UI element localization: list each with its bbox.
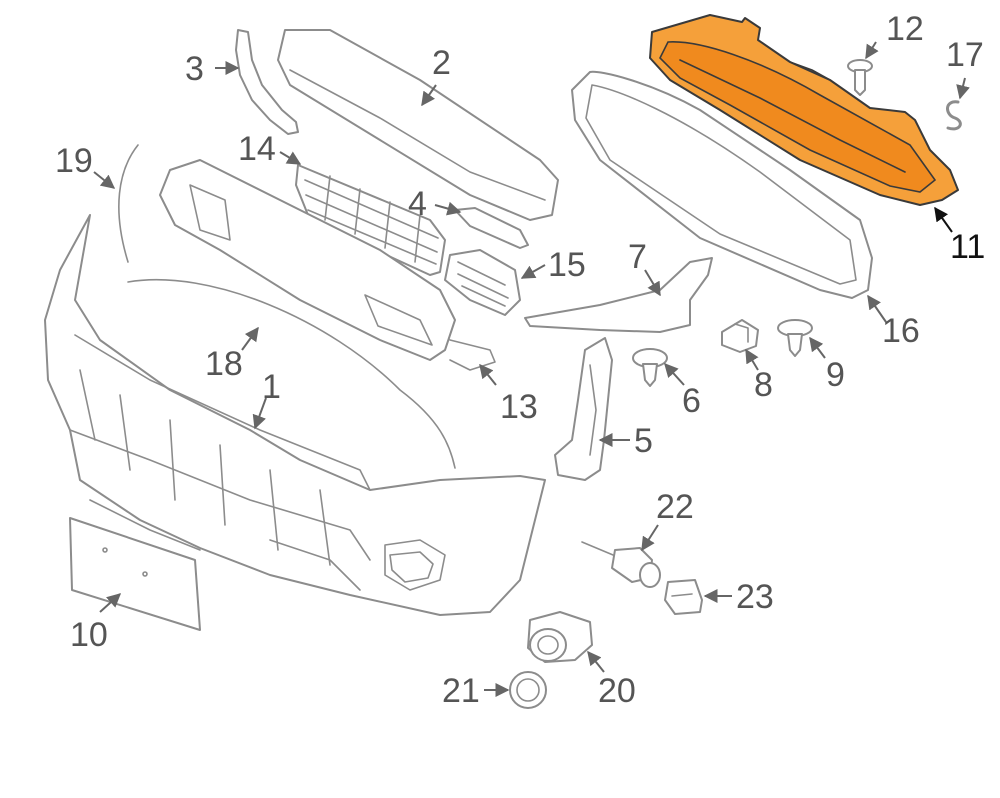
callout-17: 17	[946, 36, 984, 74]
callout-4: 4	[408, 185, 427, 223]
part-1-bumper-cover	[44, 214, 546, 616]
part-23-connector	[664, 579, 703, 615]
part-14-grille-mesh	[295, 164, 446, 276]
part-2-upper-reinforcement	[277, 29, 559, 221]
part-3-bracket	[235, 29, 299, 135]
callout-12: 12	[886, 10, 924, 48]
callout-13: 13	[500, 388, 538, 426]
callout-11: 11	[950, 228, 985, 266]
part-15-side-grille	[444, 249, 521, 316]
callout-7: 7	[628, 238, 647, 276]
callout-15: 15	[548, 246, 586, 284]
callout-14: 14	[238, 130, 276, 168]
callout-3: 3	[185, 50, 204, 88]
part-19-strip	[118, 144, 139, 263]
part-20-park-sensor	[527, 611, 593, 663]
part-21-ring	[509, 671, 547, 709]
callout-23: 23	[736, 578, 774, 616]
callout-9: 9	[826, 356, 845, 394]
callout-6: 6	[682, 382, 701, 420]
callout-10: 10	[70, 616, 108, 654]
part-9-push-pin	[777, 319, 813, 357]
part-6-push-pin	[632, 348, 668, 387]
callout-22: 22	[656, 488, 694, 526]
part-17-clip	[946, 100, 962, 131]
callout-18: 18	[205, 345, 243, 383]
callout-16: 16	[882, 312, 920, 350]
callout-21: 21	[442, 672, 480, 710]
callout-8: 8	[754, 366, 773, 404]
callout-1: 1	[262, 368, 281, 406]
callout-labels: 3 2 19 14 4 15 7 18 13 6 8 9 1 5 16 12 1…	[55, 10, 985, 710]
part-8-clip-nut	[721, 319, 759, 353]
callout-19: 19	[55, 142, 93, 180]
part-13-grille-frame	[159, 159, 496, 371]
callout-5: 5	[634, 422, 653, 460]
callout-20: 20	[598, 672, 636, 710]
part-18-strip	[127, 278, 456, 469]
part-16-gasket	[571, 70, 873, 299]
leader-lines	[93, 41, 970, 697]
part-22-sensor	[581, 541, 661, 588]
part-5-side-bracket	[554, 337, 613, 481]
part-12-screw	[847, 59, 873, 96]
callout-2: 2	[432, 44, 451, 82]
part-4-small-bracket	[454, 207, 529, 249]
part-10-plate-bracket	[69, 517, 201, 631]
part-11-grille-housing	[649, 14, 959, 206]
